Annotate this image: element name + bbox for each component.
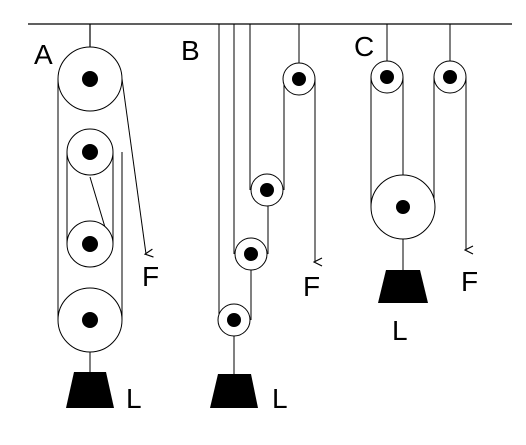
- system-b-label: B: [181, 35, 200, 66]
- system-a-load-label: L: [126, 383, 142, 414]
- system-a-top-pulley: [57, 46, 123, 112]
- system-b-force-label: F: [303, 271, 320, 302]
- system-a-upper-middle-pulley: [66, 128, 114, 176]
- system-b: B F L: [181, 24, 320, 414]
- system-a-pull-rope: [121, 78, 146, 254]
- system-a-lower-middle-pulley: [66, 220, 114, 268]
- system-b-fixed-pulley: [282, 62, 316, 96]
- system-c-load: [378, 270, 428, 303]
- system-a-load: [66, 372, 114, 408]
- system-a: A F L: [34, 24, 159, 414]
- system-c-left-fixed-pulley: [370, 60, 404, 94]
- system-b-middle-movable-pulley: [234, 237, 268, 271]
- system-b-load-label: L: [272, 383, 288, 414]
- system-c-right-fixed-pulley: [433, 60, 467, 94]
- system-a-force-label: F: [142, 261, 159, 292]
- system-c-label: C: [354, 31, 374, 62]
- system-c-movable-pulley: [370, 174, 436, 240]
- system-b-upper-movable-pulley: [250, 173, 284, 207]
- system-c: C F L: [354, 24, 478, 346]
- system-c-force-label: F: [461, 266, 478, 297]
- system-a-label: A: [34, 39, 53, 70]
- system-a-rope: [57, 79, 123, 372]
- system-b-load: [210, 374, 258, 408]
- system-c-load-label: L: [392, 315, 408, 346]
- system-b-lower-movable-pulley: [217, 303, 251, 337]
- system-a-bottom-pulley: [57, 287, 123, 353]
